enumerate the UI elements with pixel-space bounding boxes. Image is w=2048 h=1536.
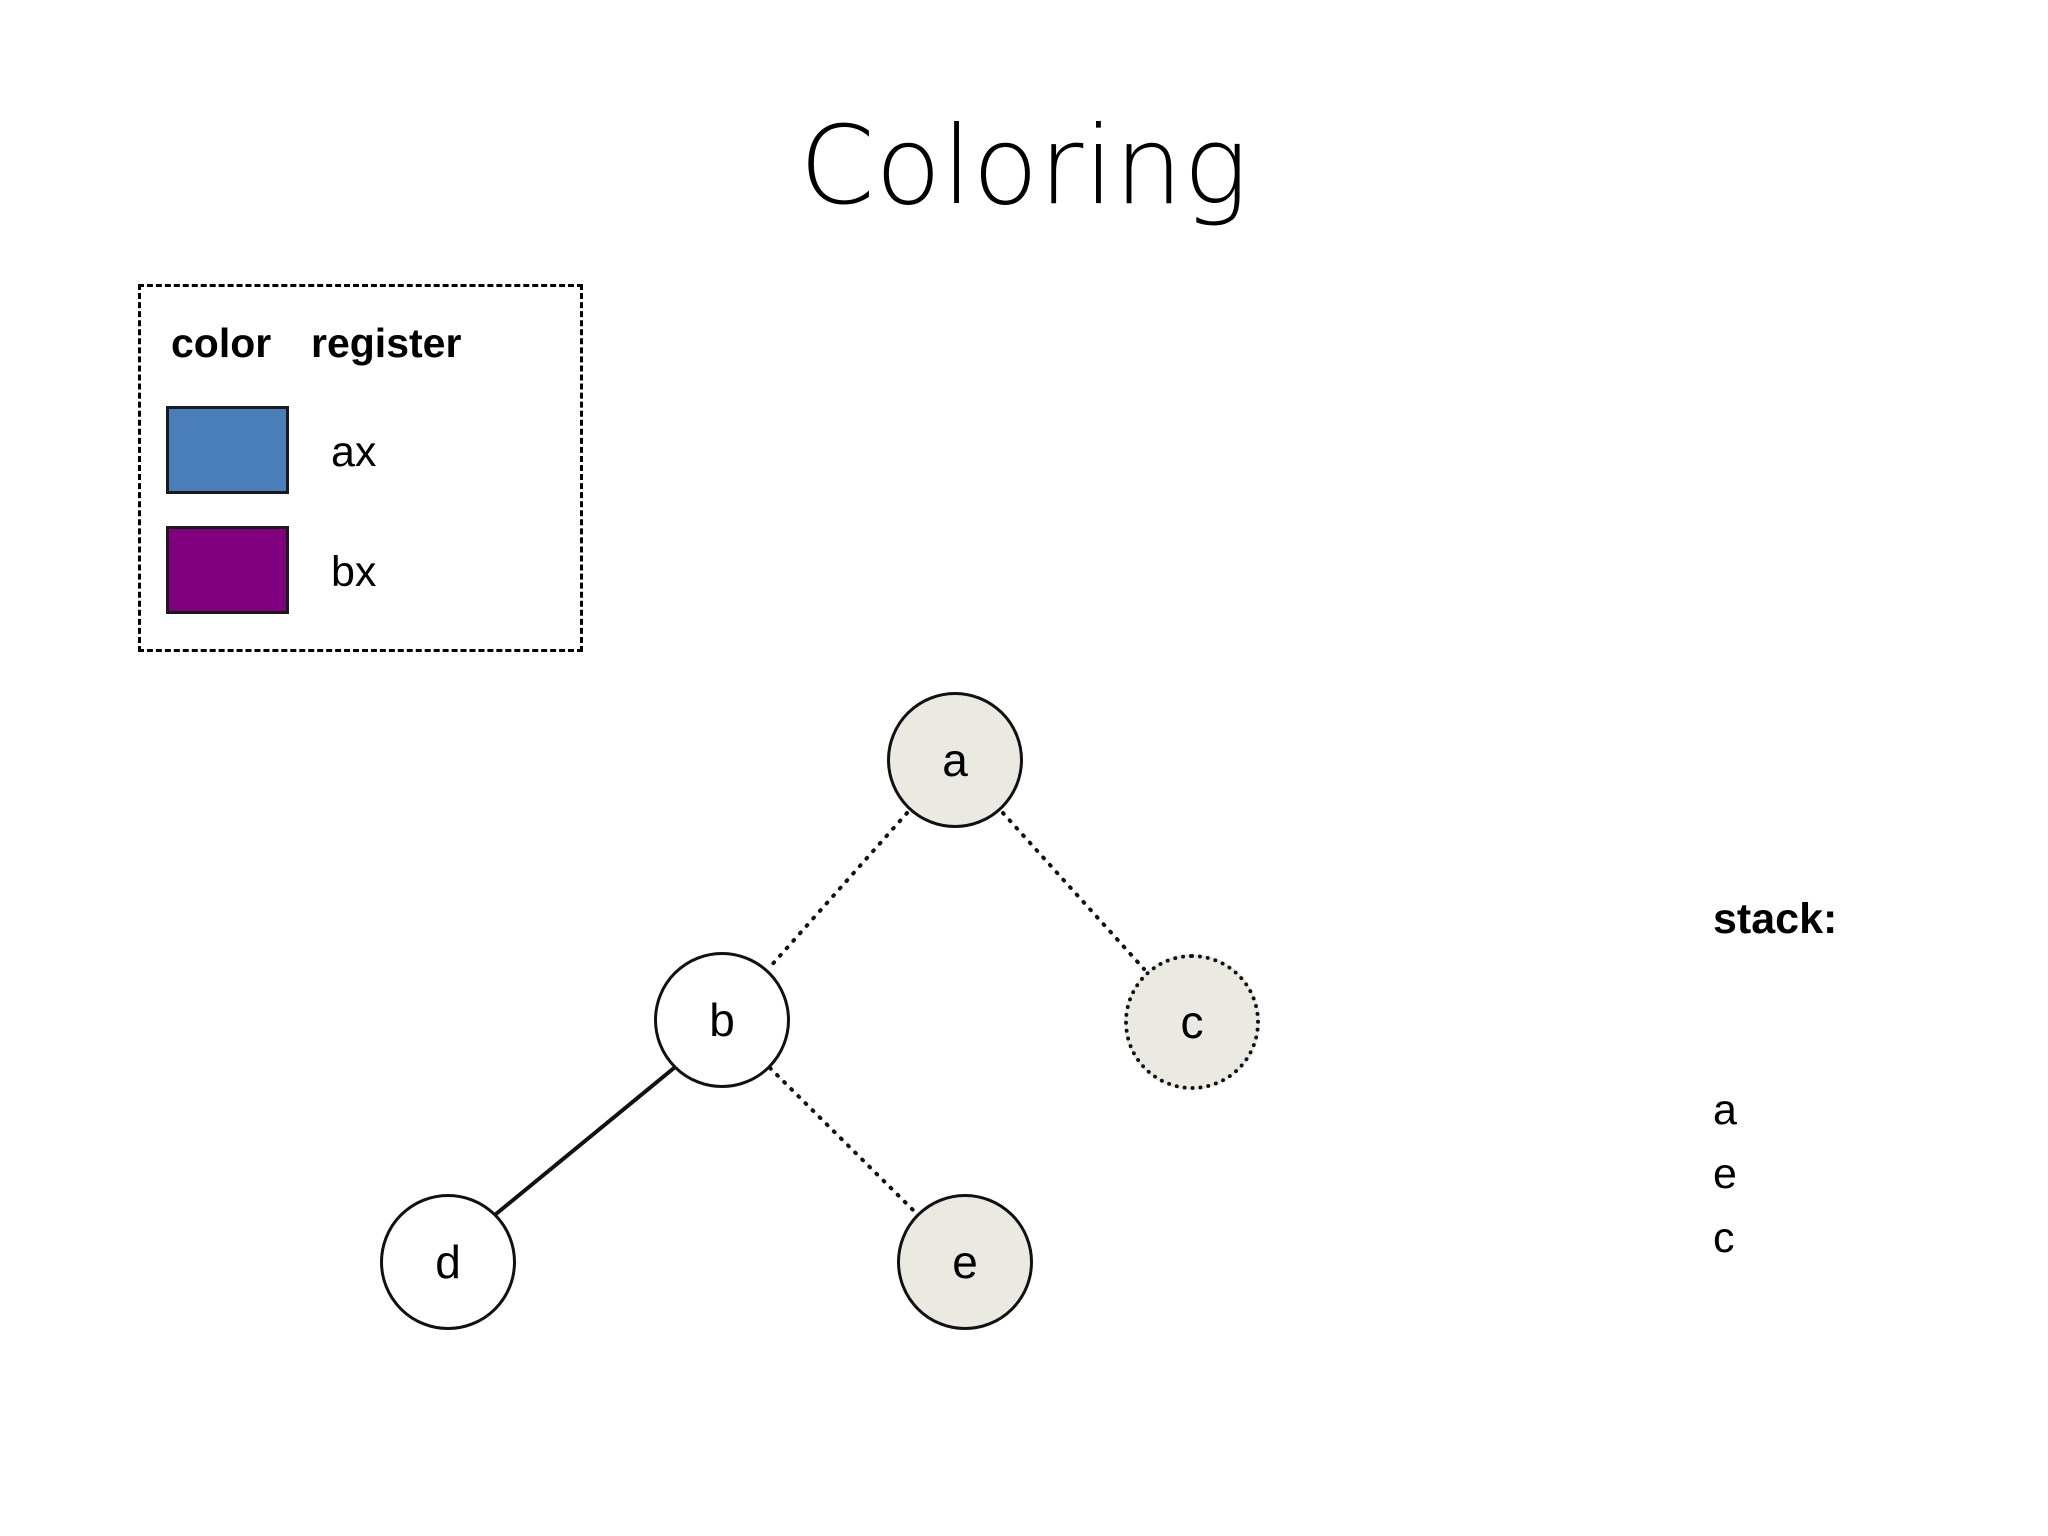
color-swatch-bx [166,526,289,614]
graph-node-b-label: b [709,994,735,1046]
page-title: Coloring [799,104,1249,229]
edge-b-e [768,1066,919,1216]
edge-b-d [494,1066,676,1216]
graph-node-b[interactable]: b [654,952,790,1088]
stack-heading: stack: [1713,895,1838,943]
edge-a-c [1001,811,1146,971]
color-register-legend: color register ax bx [138,284,583,652]
graph-node-d-label: d [435,1236,461,1288]
color-swatch-ax [166,406,289,494]
edge-a-b [768,811,909,969]
register-label-ax: ax [331,428,377,476]
register-label-bx: bx [331,548,377,596]
graph-node-c[interactable]: c [1124,954,1260,1090]
stack-item: a [1713,1086,1737,1134]
stack-list: a e c [1713,1078,1737,1270]
graph-node-e-label: e [952,1236,978,1288]
graph-node-e[interactable]: e [897,1194,1033,1330]
graph-node-d[interactable]: d [380,1194,516,1330]
graph-node-a-label: a [942,734,968,786]
stack-item: c [1713,1214,1735,1262]
stack-item: e [1713,1150,1737,1198]
legend-header-color: color [171,320,272,366]
graph-node-c-label: c [1180,996,1204,1048]
legend-header-register: register [311,320,462,366]
graph-node-a[interactable]: a [887,692,1023,828]
